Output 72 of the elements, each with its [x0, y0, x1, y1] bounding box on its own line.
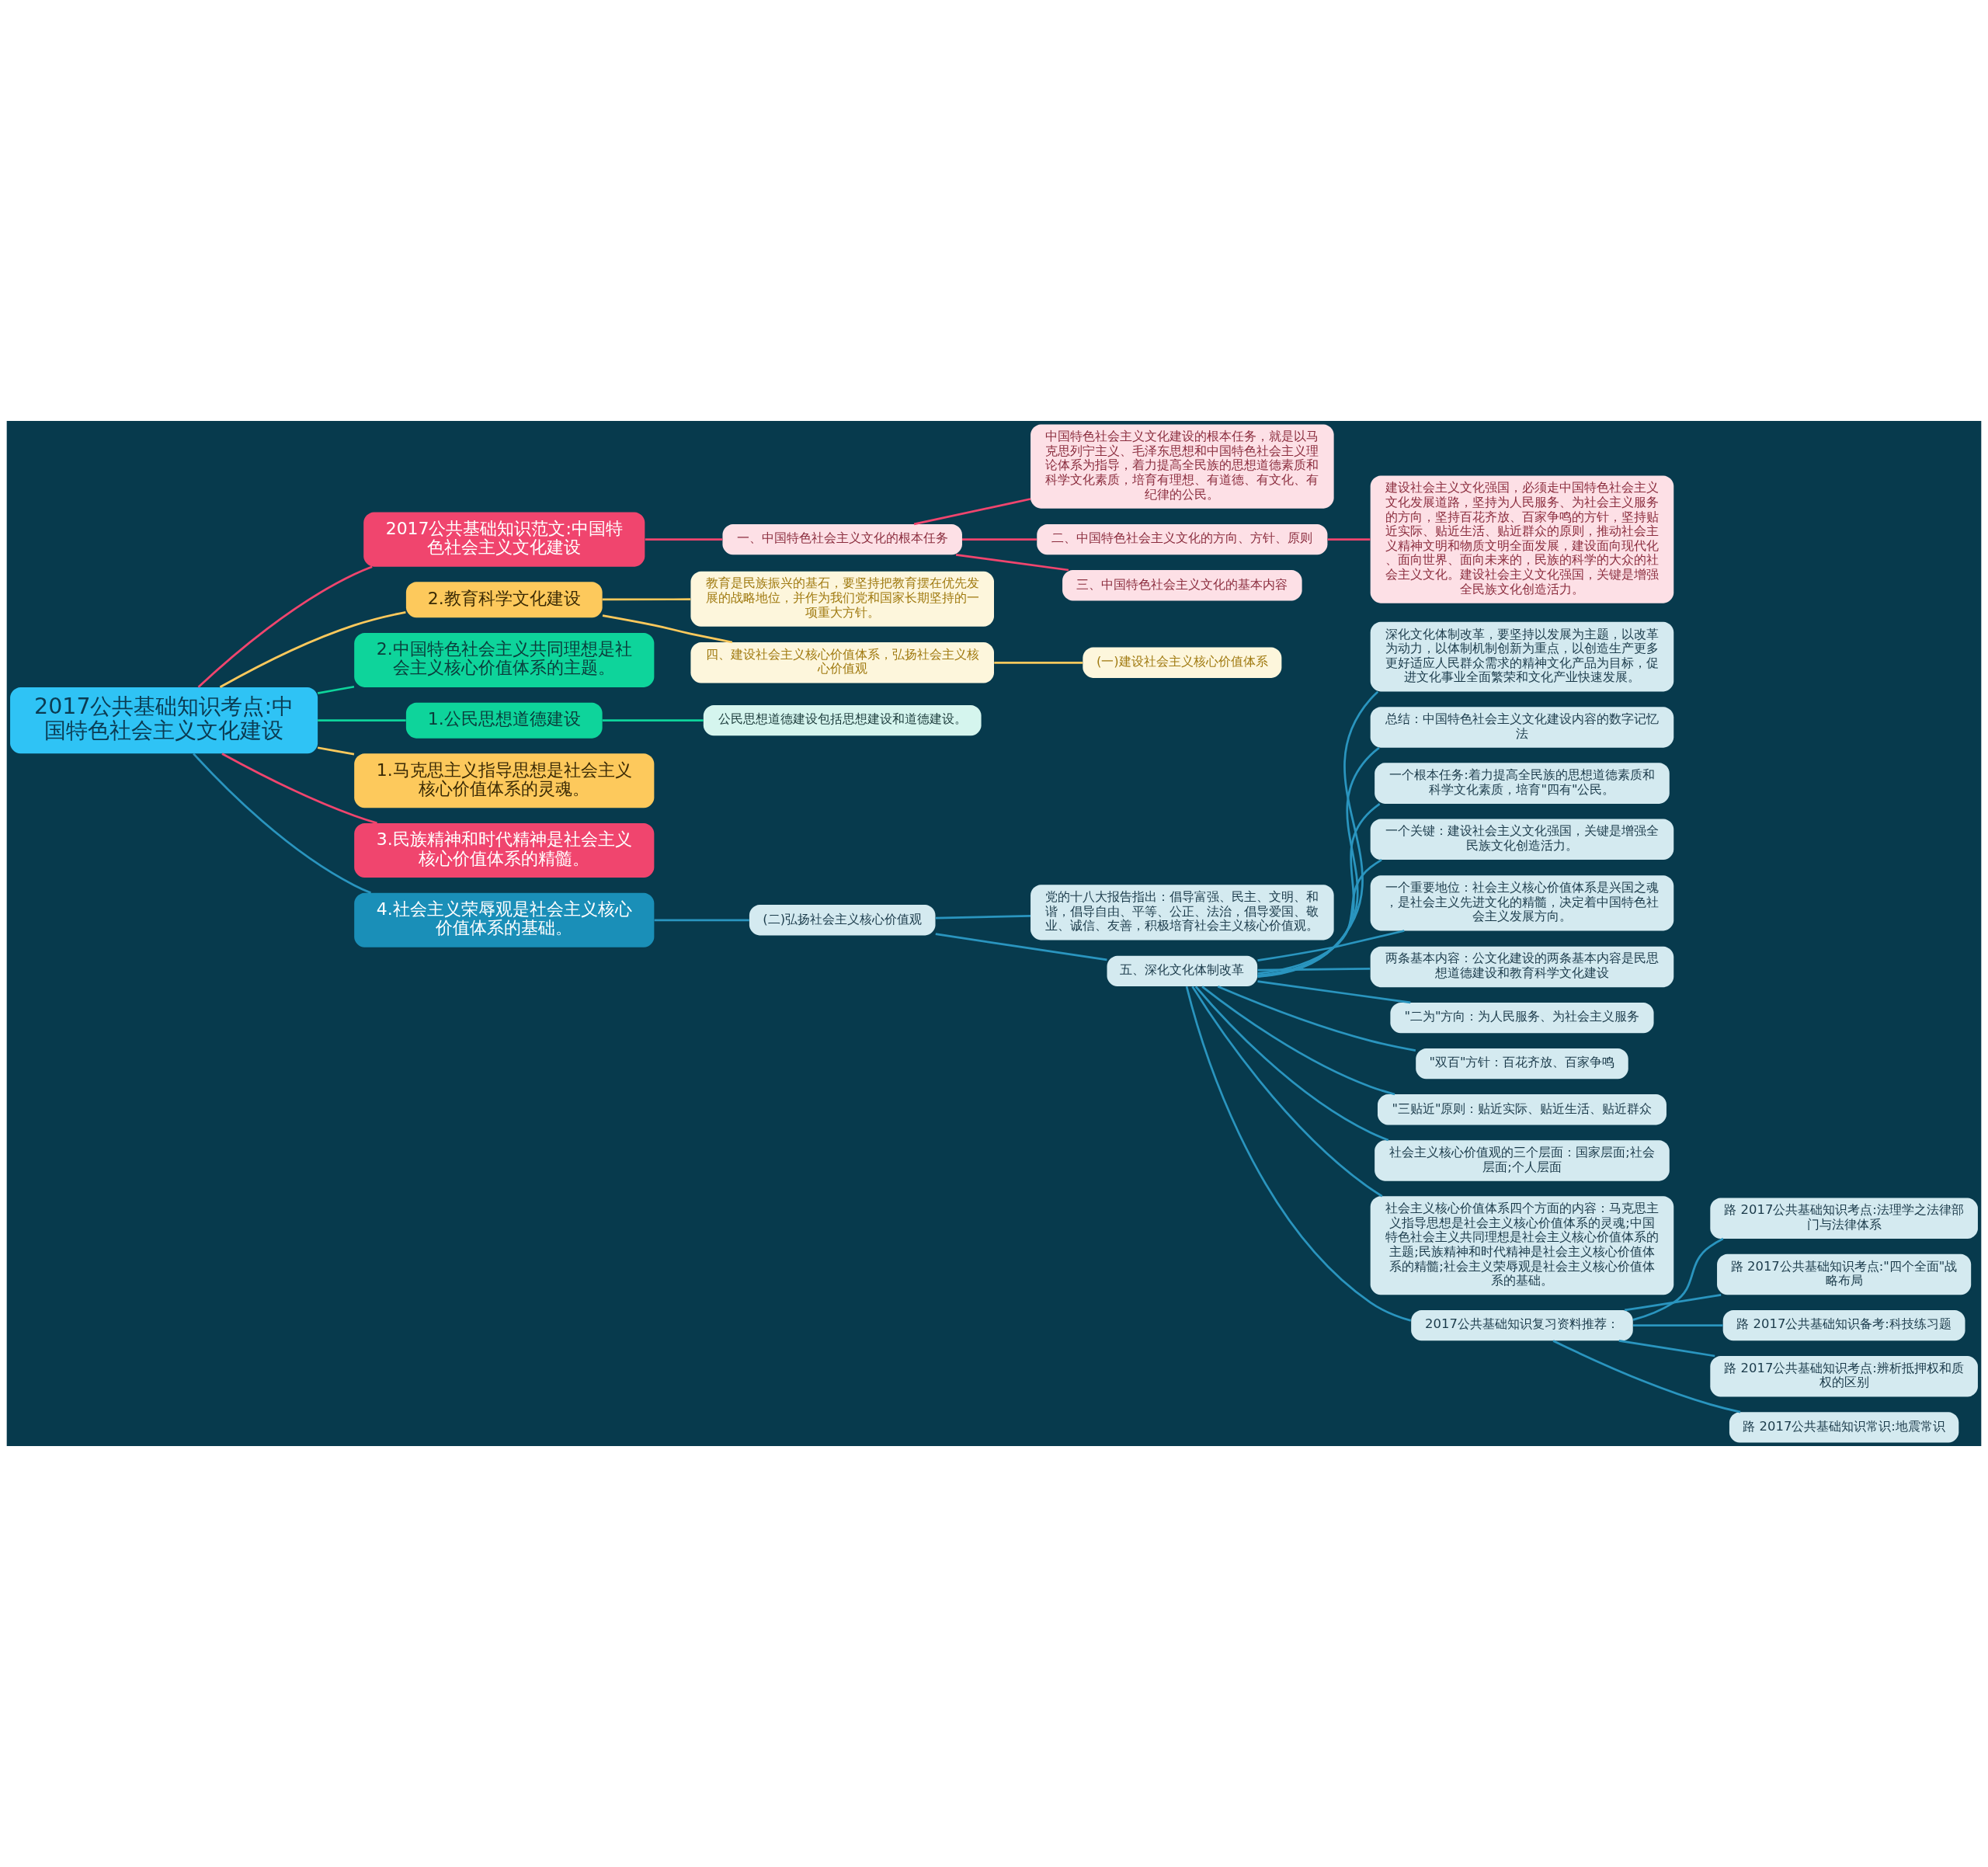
node-box: 深化文化体制改革，要坚持以发展为主题，以改革为动力，以体制机制创新为重点，以创造生产更多更好适应人民群众需求的精神文化产品为目标，促进文化事业全面繁荣和文化产业快速发展。	[1370, 621, 1674, 692]
node-box: "二为"方向：为人民服务、为社会主义服务	[1390, 1002, 1654, 1034]
connector	[994, 661, 1083, 664]
node-box: 一、中国特色社会主义文化的根本任务	[722, 523, 962, 555]
connector	[1257, 746, 1380, 978]
connector	[1217, 986, 1416, 1052]
node-box: 1.马克思主义指导思想是社会主义核心价值体系的灵魂。	[354, 753, 655, 808]
connector	[1633, 1324, 1723, 1326]
node-box: 教育是民族振兴的基石，要坚持把教育摆在优先发展的战略地位，并作为我们党和国家长期坚持的一项重大方针。	[690, 571, 994, 627]
node-box: 4.社会主义荣辱观是社会主义核心价值体系的基础。	[354, 892, 655, 947]
connector	[602, 719, 704, 722]
node-box: (一)建设社会主义核心价值体系	[1083, 647, 1282, 678]
connector	[219, 610, 406, 688]
node-box: 路 2017公共基础知识考点:辨析抵押权和质权的区别	[1710, 1356, 1978, 1397]
node-box: "双百"方针：百花齐放、百家争鸣	[1416, 1048, 1628, 1080]
connector	[935, 914, 1031, 920]
connector	[962, 538, 1037, 541]
connector	[1327, 538, 1371, 541]
node-box: 路 2017公共基础知识备考:科技练习题	[1722, 1309, 1965, 1341]
node-box: 一个重要地位：社会主义核心价值体系是兴国之魂，是社会主义先进文化的精髓，决定着中国特色社会主义发展方向。	[1370, 875, 1674, 931]
node-box: 2.中国特色社会主义共同理想是社会主义核心价值体系的主题。	[354, 632, 655, 687]
node-box: 两条基本内容：公文化建设的两条基本内容是民思想道德建设和教育科学文化建设	[1370, 946, 1674, 988]
connector	[1257, 690, 1379, 978]
node-box: 一个根本任务:着力提高全民族的思想道德素质和科学文化素质，培育"四有"公民。	[1375, 763, 1670, 804]
connector	[1257, 858, 1382, 975]
node-box: 3.民族精神和时代精神是社会主义核心价值体系的精髓。	[354, 823, 655, 878]
connector	[1618, 1339, 1715, 1358]
node-box: 党的十八大报告指出：倡导富强、民主、文明、和谐，倡导自由、平等、公正、法治，倡导爱国、敬业、诚信、友善，积极培育社会主义核心价值观。	[1030, 885, 1334, 940]
node-box: 中国特色社会主义文化建设的根本任务，就是以马克思列宁主义、毛泽东思想和中国特色社会主义理论体系为指导，着力提高全民族的思想道德素质和科学文化素质，培育有理想、有道德、有文化、有纪律的公民。	[1030, 424, 1334, 509]
node-box: 五、深化文化体制改革	[1107, 955, 1258, 987]
node-box: 四、建设社会主义核心价值体系，弘扬社会主义核心价值观	[690, 642, 994, 683]
node-box: 2.教育科学文化建设	[405, 582, 603, 618]
node-box: 社会主义核心价值体系四个方面的内容：马克思主义指导思想是社会主义核心价值体系的灵魂;中国特色社会主义共同理想是社会主义核心价值体系的主题;民族精神和时代精神是社会主义核心价值体系的精髓;社会主义荣辱观是社会主义核心价值体系的基础。	[1370, 1196, 1674, 1295]
node-box: 三、中国特色社会主义文化的基本内容	[1062, 570, 1302, 601]
node-box: (二)弘扬社会主义核心价值观	[749, 905, 936, 936]
node-box: 总结：中国特色社会主义文化建设内容的数字记忆法	[1370, 707, 1674, 748]
connector	[1194, 986, 1389, 1142]
connector	[318, 719, 406, 722]
connector	[317, 685, 355, 694]
node-box: 1.公民思想道德建设	[405, 702, 603, 739]
connector	[1257, 968, 1371, 972]
node-box: 路 2017公共基础知识考点:"四个全面"战略布局	[1717, 1253, 1972, 1295]
connector	[1552, 1340, 1741, 1413]
node-box: 建设社会主义文化强国，必须走中国特色社会主义文化发展道路，坚持为人民服务、为社会主义服务的方向，坚持百花齐放、百家争鸣的方针，坚持贴近实际、贴近生活、贴近群众的原则，推动社会主义精神文明和物质文明全面发展，建设面向现代化、面向世界、面向未来的，民族的科学的大众的社会主义文化。建设社会主义文化强国，关键是增强全民族文化创造活力。	[1370, 475, 1674, 603]
connector	[1257, 930, 1405, 962]
node-box: 路 2017公共基础知识考点:法理学之法律部门与法律体系	[1710, 1198, 1978, 1239]
connector	[1625, 1293, 1722, 1312]
node-box: "三贴近"原则：贴近实际、贴近生活、贴近群众	[1377, 1094, 1667, 1125]
connector	[1632, 1237, 1724, 1321]
connector	[1257, 980, 1411, 1004]
connector	[221, 753, 377, 825]
connector	[193, 753, 371, 894]
node-box: 2017公共基础知识复习资料推荐：	[1411, 1309, 1633, 1341]
node-box: 2017公共基础知识范文:中国特色社会主义文化建设	[363, 512, 645, 567]
connector	[602, 598, 691, 601]
connector	[1191, 986, 1383, 1198]
connector	[1257, 803, 1381, 977]
node-box: 一个关键：建设社会主义文化强国，关键是增强全民族文化创造活力。	[1370, 819, 1674, 860]
connector	[935, 933, 1107, 961]
connector	[197, 565, 373, 688]
node-box: 二、中国特色社会主义文化的方向、方针、原则	[1037, 523, 1328, 555]
connector	[654, 919, 749, 922]
connector	[955, 554, 1069, 572]
connector	[913, 498, 1031, 526]
node-box: 社会主义核心价值观的三个层面：国家层面;社会层面;个人层面	[1375, 1140, 1670, 1181]
connector	[645, 538, 723, 541]
node-box: 路 2017公共基础知识常识:地震常识	[1729, 1412, 1959, 1443]
connector	[1185, 986, 1412, 1322]
node-box: 公民思想道德建设包括思想建设和道德建设。	[703, 704, 982, 736]
node-box: 2017公共基础知识考点:中国特色社会主义文化建设	[10, 687, 318, 754]
connector	[1201, 986, 1395, 1096]
connector	[317, 746, 355, 756]
